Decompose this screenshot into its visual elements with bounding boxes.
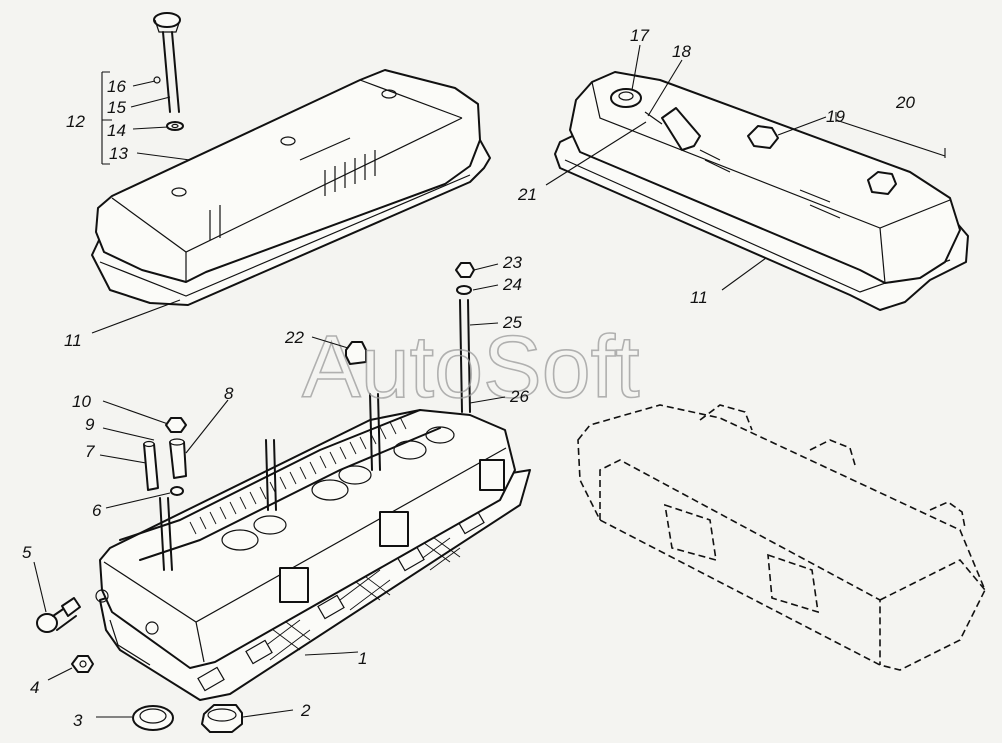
label-22: 22	[284, 328, 304, 347]
label-13: 13	[109, 144, 128, 163]
label-2: 2	[300, 701, 311, 720]
label-17: 17	[630, 26, 649, 45]
label-11-right: 11	[690, 288, 708, 307]
label-8: 8	[224, 384, 234, 403]
label-20: 20	[895, 93, 915, 112]
label-23: 23	[502, 253, 522, 272]
label-5: 5	[22, 543, 32, 562]
part-labels: 1 2 3 4 5 6 7 9 8 10 11 11 12 13 14 15 1…	[22, 26, 915, 730]
label-11-left: 11	[64, 331, 82, 350]
label-12: 12	[66, 112, 85, 131]
watermark: AutoSoft	[302, 317, 640, 416]
leader-lines	[33, 44, 946, 718]
head-rail-teeth	[189, 416, 407, 535]
cylinder-head	[95, 393, 531, 701]
label-18: 18	[672, 42, 691, 61]
label-16: 16	[107, 77, 126, 96]
phantom-cylinder-head	[577, 404, 986, 671]
label-10: 10	[72, 392, 91, 411]
label-21: 21	[517, 185, 537, 204]
label-19: 19	[826, 107, 845, 126]
label-25: 25	[502, 313, 522, 332]
label-1: 1	[358, 649, 367, 668]
left-valve-cover	[91, 69, 491, 306]
label-7: 7	[85, 442, 95, 461]
label-6: 6	[92, 501, 102, 520]
label-4: 4	[30, 678, 39, 697]
label-24: 24	[502, 275, 522, 294]
label-26: 26	[509, 387, 529, 406]
loose-parts	[36, 262, 475, 733]
right-valve-cover	[554, 71, 969, 311]
label-3: 3	[73, 711, 83, 730]
label-14: 14	[107, 121, 126, 140]
label-8-9: 9	[85, 415, 95, 434]
label-15: 15	[107, 98, 126, 117]
oil-filler-cap-assembly	[153, 12, 184, 131]
